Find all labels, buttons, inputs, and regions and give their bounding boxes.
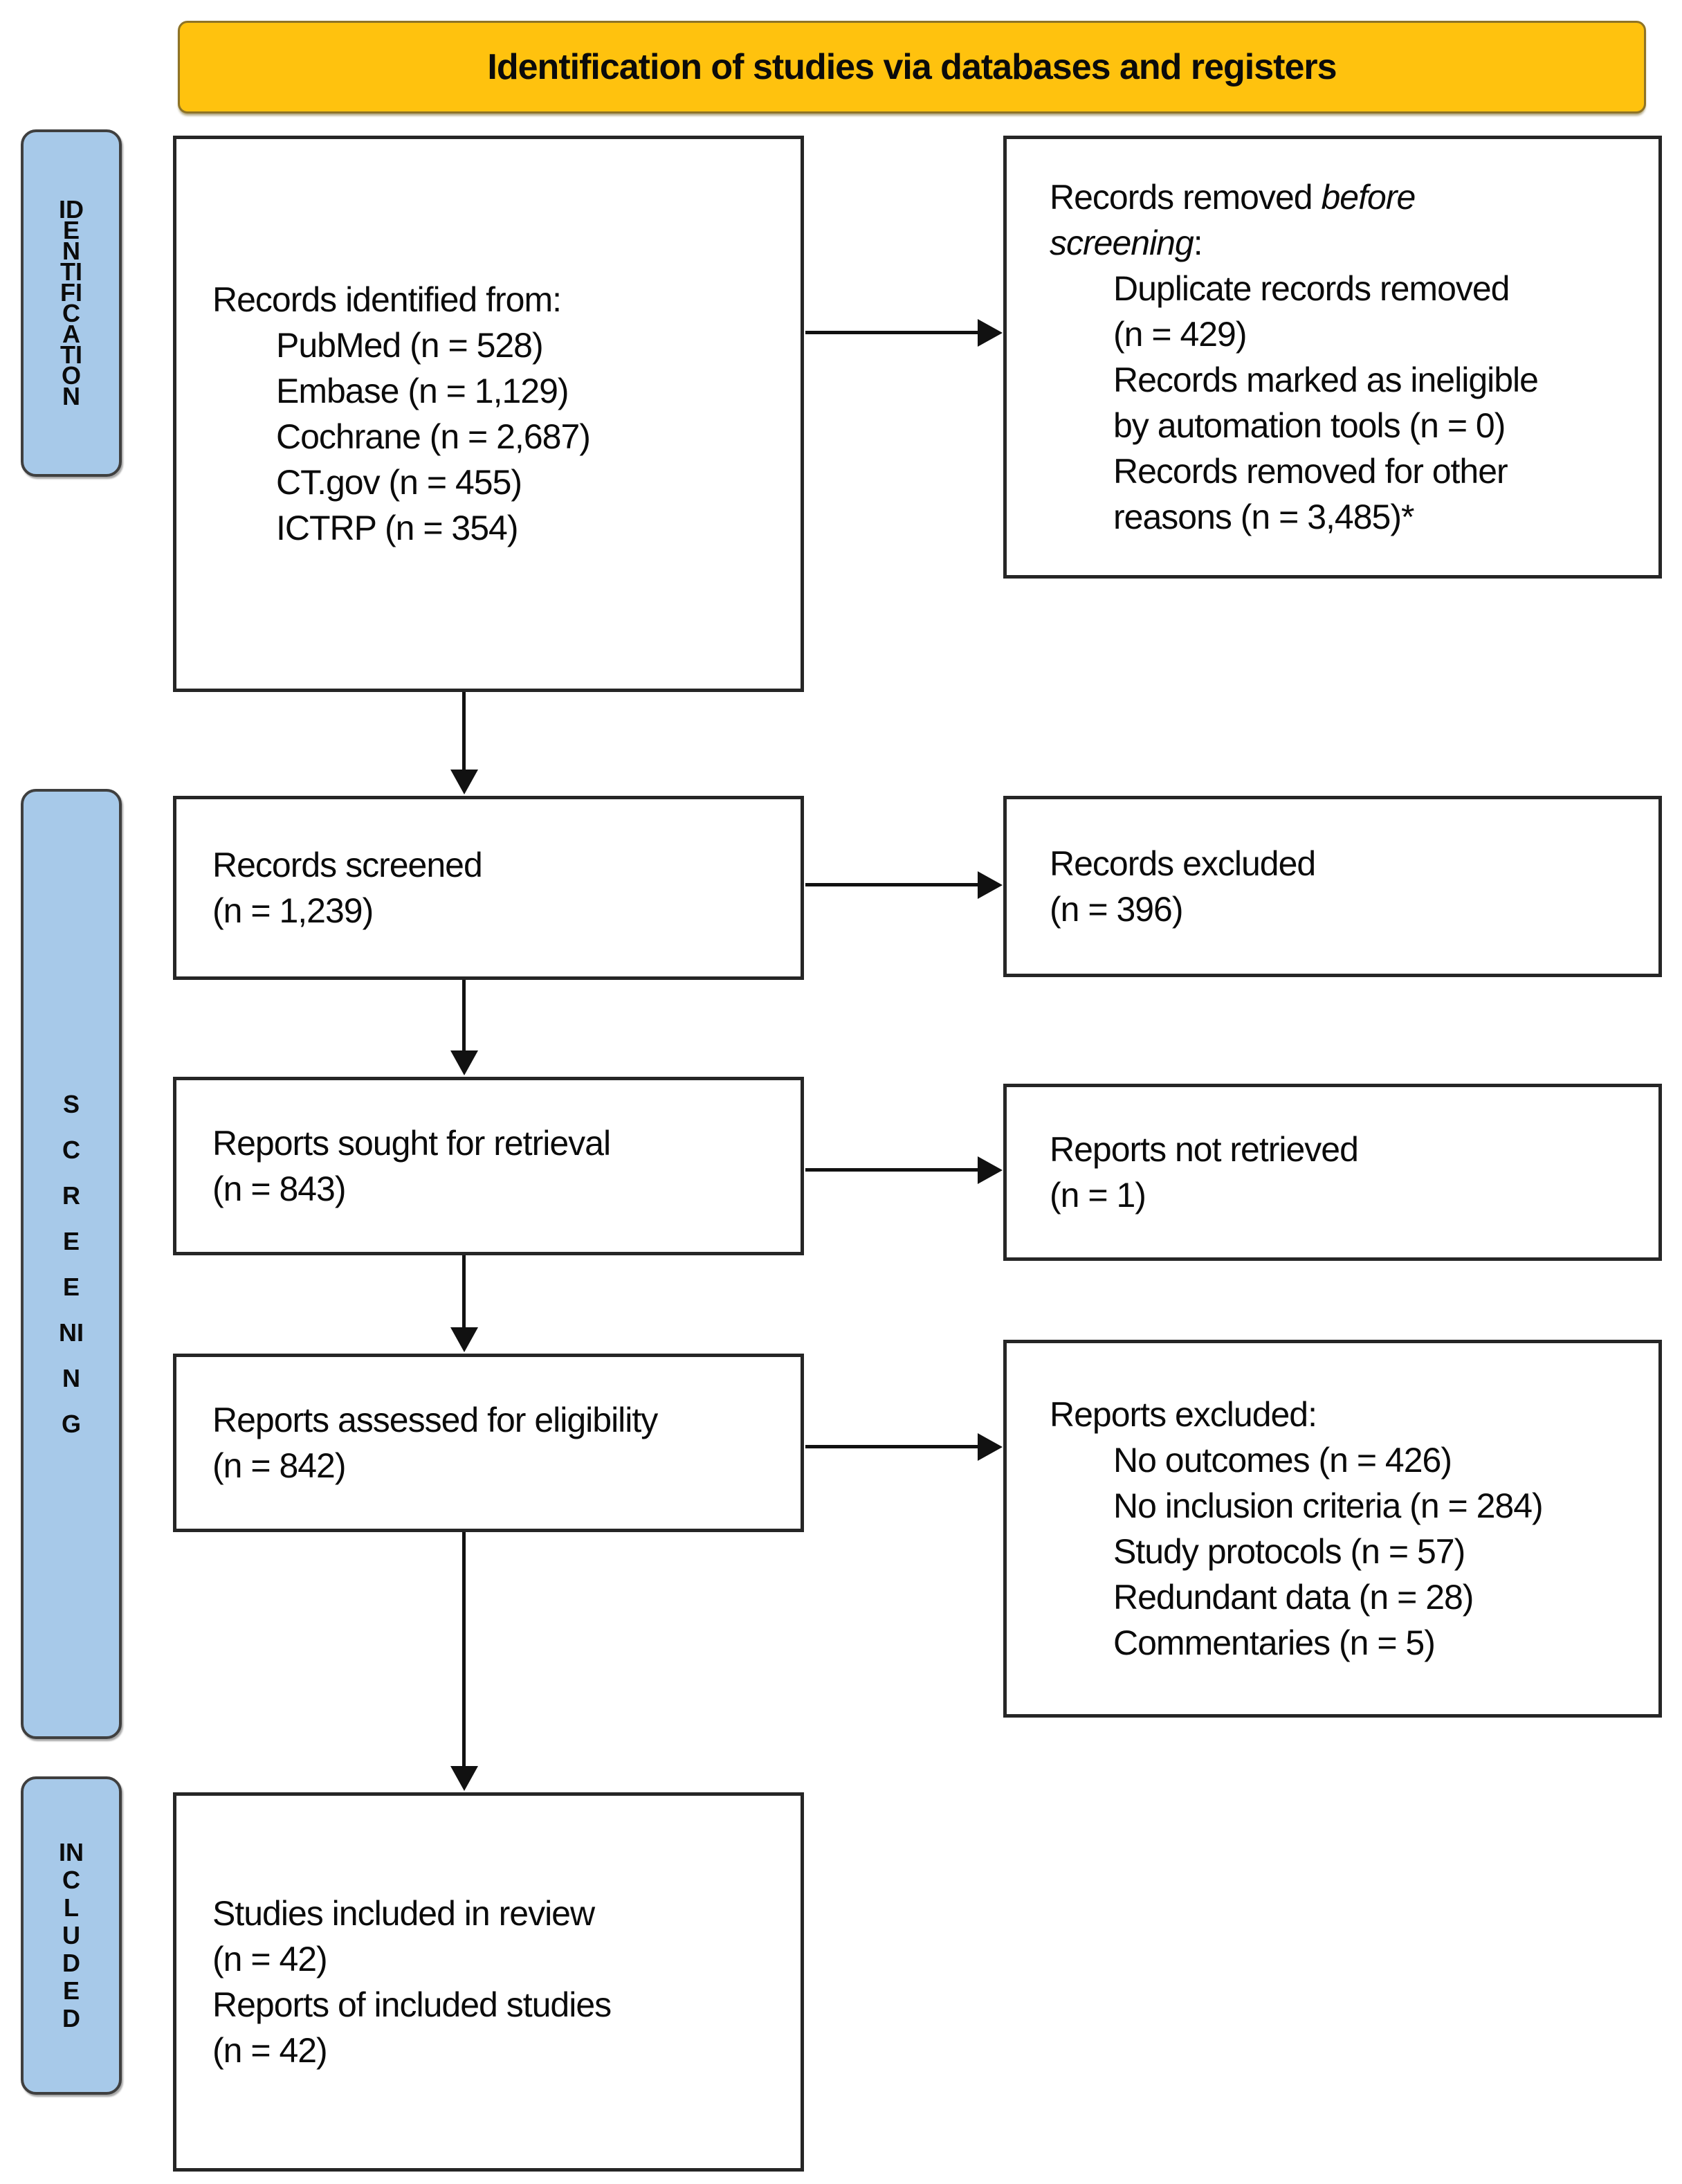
excluded-no-inclusion-criteria: No inclusion criteria (n = 284) xyxy=(1113,1486,1544,1525)
records-removed-heading-italic2: screening xyxy=(1050,224,1194,262)
box-reports-assessed: Reports assessed for eligibility (n = 84… xyxy=(173,1354,804,1532)
excluded-study-protocols: Study protocols (n = 57) xyxy=(1113,1532,1465,1571)
reports-not-retrieved-label: Reports not retrieved xyxy=(1050,1130,1359,1169)
banner: Identification of studies via databases … xyxy=(178,21,1646,113)
reports-assessed-label: Reports assessed for eligibility xyxy=(212,1401,658,1439)
source-embase: Embase (n = 1,129) xyxy=(276,372,569,410)
reports-included-label: Reports of included studies xyxy=(212,1985,612,2024)
box-reports-sought: Reports sought for retrieval (n = 843) xyxy=(173,1077,804,1255)
studies-included-label: Studies included in review xyxy=(212,1894,595,1933)
box-studies-included: Studies included in review (n = 42) Repo… xyxy=(173,1792,804,2172)
records-removed-heading-line2: screening: xyxy=(1050,220,1638,266)
arrow-screened-to-excluded xyxy=(805,883,980,886)
records-identified-heading: Records identified from: xyxy=(212,280,562,319)
excluded-redundant-data: Redundant data (n = 28) xyxy=(1113,1578,1474,1617)
arrow-sought-to-assessed xyxy=(462,1255,466,1329)
removed-other-line2: reasons (n = 3,485)* xyxy=(1113,498,1414,536)
stage-label-identification-text: IDENTIFICATION xyxy=(59,195,84,410)
reports-assessed-count: (n = 842) xyxy=(212,1446,347,1485)
records-screened-count: (n = 1,239) xyxy=(212,891,374,930)
reports-not-retrieved-count: (n = 1) xyxy=(1050,1176,1146,1214)
removed-automation-line2: by automation tools (n = 0) xyxy=(1113,406,1506,445)
reports-excluded-heading: Reports excluded: xyxy=(1050,1395,1317,1434)
excluded-commentaries: Commentaries (n = 5) xyxy=(1113,1623,1436,1662)
studies-included-count: (n = 42) xyxy=(212,1940,328,1978)
records-removed-heading-colon: : xyxy=(1193,224,1203,262)
box-records-excluded: Records excluded (n = 396) xyxy=(1003,796,1662,977)
stage-label-screening: SCREENING xyxy=(21,789,122,1739)
removed-other-line1: Records removed for other xyxy=(1113,452,1508,491)
records-removed-heading-normal: Records removed xyxy=(1050,178,1322,217)
source-cochrane: Cochrane (n = 2,687) xyxy=(276,417,591,456)
reports-included-count: (n = 42) xyxy=(212,2031,328,2070)
records-removed-heading-line1: Records removed before xyxy=(1050,174,1638,220)
box-records-identified: Records identified from: PubMed (n = 528… xyxy=(173,136,804,692)
arrow-identified-to-screened xyxy=(462,692,466,771)
box-reports-excluded: Reports excluded: No outcomes (n = 426) … xyxy=(1003,1340,1662,1718)
source-pubmed: PubMed (n = 528) xyxy=(276,326,544,365)
stage-label-included: INCLUDED xyxy=(21,1776,122,2095)
records-removed-heading-italic1: before xyxy=(1321,178,1416,217)
banner-title: Identification of studies via databases … xyxy=(487,47,1337,87)
arrow-assessed-to-reports-excluded xyxy=(805,1445,980,1448)
arrow-screened-to-sought xyxy=(462,980,466,1052)
removed-duplicates-line1: Duplicate records removed xyxy=(1113,269,1510,308)
source-ctgov: CT.gov (n = 455) xyxy=(276,463,522,502)
source-ictrp: ICTRP (n = 354) xyxy=(276,509,519,547)
records-screened-label: Records screened xyxy=(212,846,483,884)
excluded-no-outcomes: No outcomes (n = 426) xyxy=(1113,1441,1452,1480)
reports-sought-label: Reports sought for retrieval xyxy=(212,1124,611,1163)
box-records-screened: Records screened (n = 1,239) xyxy=(173,796,804,980)
arrow-assessed-to-included xyxy=(462,1532,466,1767)
box-reports-not-retrieved: Reports not retrieved (n = 1) xyxy=(1003,1084,1662,1261)
stage-label-identification: IDENTIFICATION xyxy=(21,129,122,477)
records-excluded-count: (n = 396) xyxy=(1050,890,1184,929)
removed-automation-line1: Records marked as ineligible xyxy=(1113,361,1539,399)
arrow-sought-to-not-retrieved xyxy=(805,1168,980,1172)
box-records-removed: Records removed before screening: Duplic… xyxy=(1003,136,1662,579)
reports-sought-count: (n = 843) xyxy=(212,1170,347,1208)
stage-label-included-text: INCLUDED xyxy=(59,1838,84,2032)
stage-label-screening-text: SCREENING xyxy=(59,1089,84,1438)
records-excluded-label: Records excluded xyxy=(1050,844,1316,883)
arrow-identified-to-removed xyxy=(805,331,980,334)
removed-duplicates-line2: (n = 429) xyxy=(1113,315,1247,354)
